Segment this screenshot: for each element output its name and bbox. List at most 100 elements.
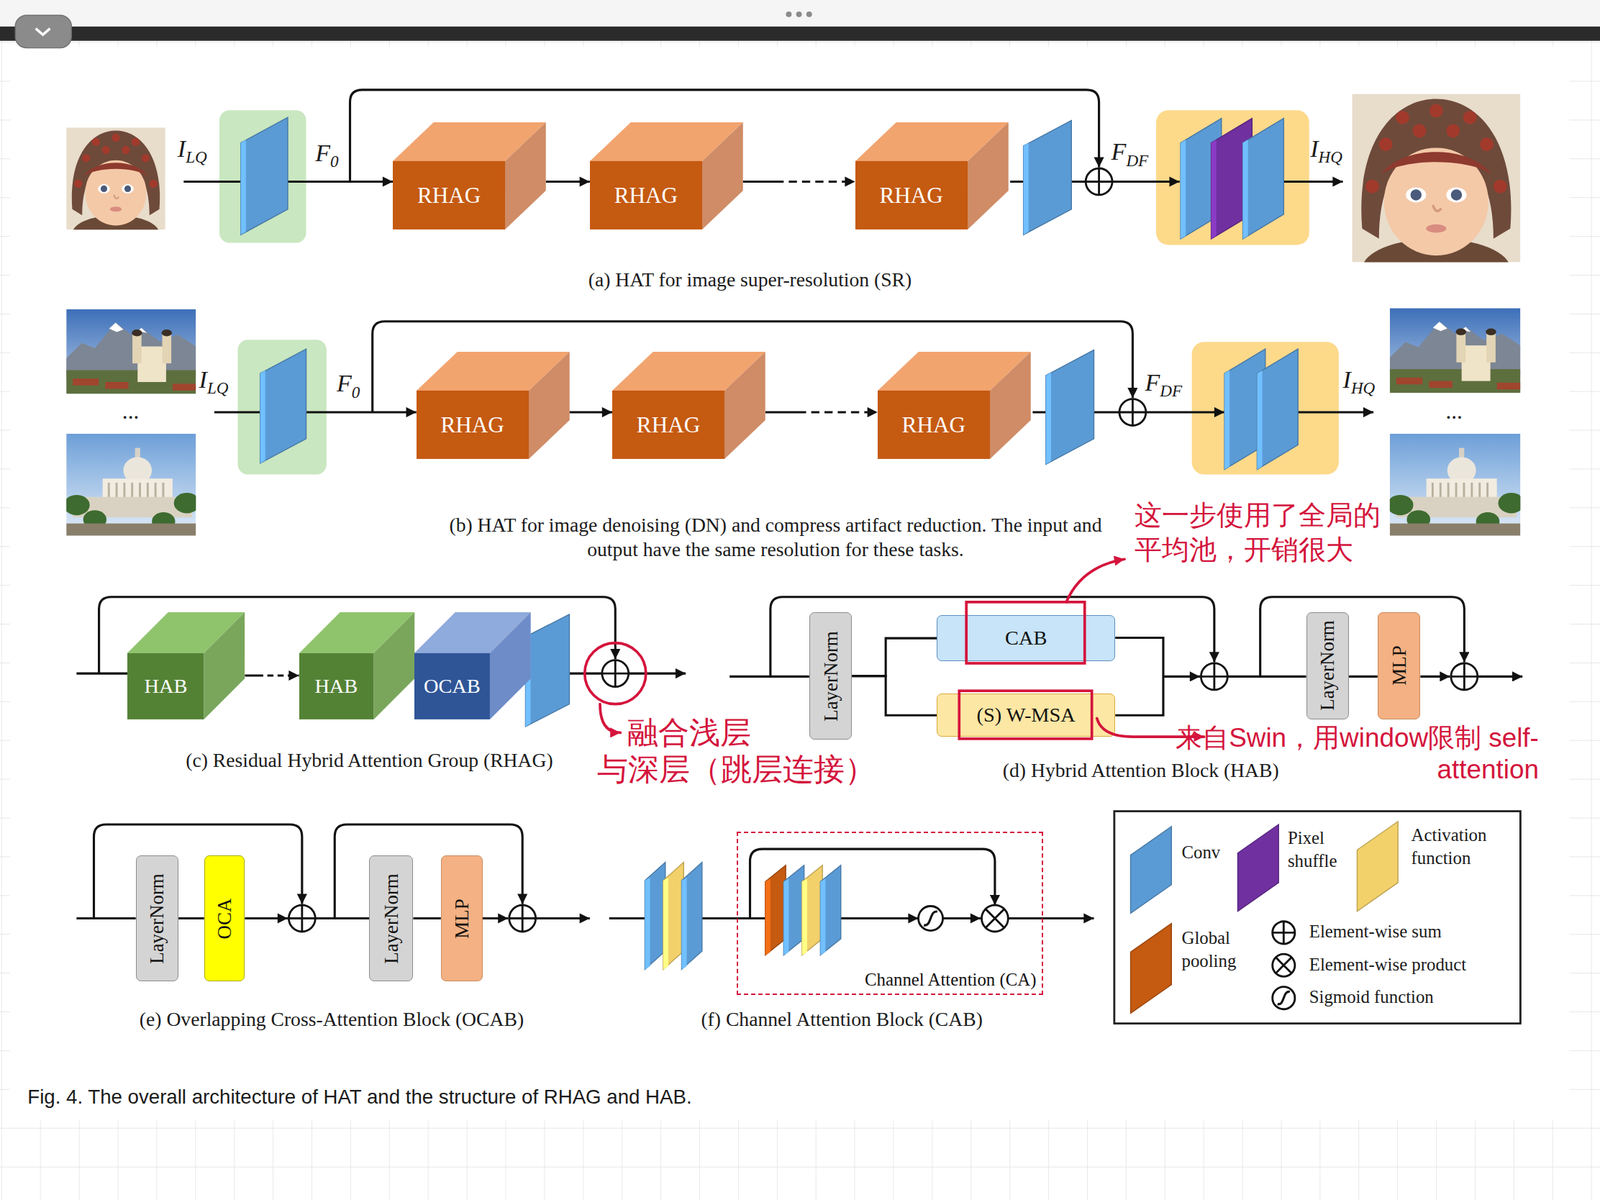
layer-plate	[525, 614, 570, 727]
block-label: RHAG	[614, 182, 678, 209]
signal-wire	[244, 917, 288, 920]
block-3d-shape	[373, 612, 415, 720]
layer-plate	[802, 865, 823, 956]
handwritten-note: 融合浅层与深层（跳层连接）	[597, 714, 939, 788]
block-3d-shape	[299, 612, 415, 720]
photo-thumbnail	[66, 323, 196, 377]
photo-thumbnail	[172, 383, 196, 390]
reconstruction-panel	[1192, 341, 1339, 475]
photo-thumbnail	[1389, 369, 1521, 393]
shallow-feature-panel	[237, 339, 326, 475]
baby-photo	[121, 146, 130, 154]
signal-label: I	[199, 366, 208, 393]
layer-plate	[663, 862, 684, 970]
block-face: RHAG	[589, 161, 703, 230]
skip-connection	[1260, 597, 1465, 677]
sum-symbol	[1272, 921, 1295, 944]
sum-symbol	[509, 905, 536, 932]
sum-symbol	[1085, 168, 1113, 195]
layer-plate	[1243, 118, 1285, 239]
layer-plate	[1046, 372, 1052, 465]
block-3d-shape	[505, 122, 547, 230]
block-label: HAB	[314, 674, 358, 699]
text-spacer	[755, 714, 939, 723]
more-dots	[806, 11, 813, 18]
layer-plate	[681, 862, 702, 970]
layer-plate	[783, 865, 804, 956]
block-3d-shape	[416, 390, 529, 459]
block-face: HAB	[127, 653, 204, 720]
photo-thumbnail	[1389, 494, 1414, 516]
legend-label: Element-wise product	[1309, 953, 1467, 977]
baby-photo	[1365, 179, 1380, 194]
block-3d-shape	[127, 653, 204, 720]
layer-plate	[802, 878, 808, 955]
baby-photo	[83, 162, 149, 177]
rhag-block: RHAG	[589, 122, 744, 230]
hab-block: HAB	[299, 612, 415, 720]
photo-thumbnail	[72, 378, 99, 385]
block-3d-shape	[414, 612, 531, 720]
oca-box: OCA	[204, 855, 246, 983]
layer-plate	[681, 862, 702, 970]
panel-caption: (b) HAT for image denoising (DN) and com…	[438, 512, 1113, 561]
rhag-block: RHAG	[392, 122, 547, 230]
sum-symbol	[1119, 399, 1147, 426]
connector-arrow	[743, 180, 856, 183]
layernorm-box: LayerNorm	[1306, 612, 1350, 720]
signal-wire	[628, 672, 686, 675]
sigmoid-symbol	[918, 906, 944, 931]
block-3d-shape	[877, 351, 1031, 459]
sum-symbol	[602, 660, 629, 688]
block-label: OCAB	[423, 674, 481, 699]
layer-plate	[260, 348, 307, 464]
toolbar-bar	[0, 26, 1600, 42]
block-3d-shape	[392, 161, 506, 230]
legend-swatch	[1130, 923, 1172, 1014]
block-3d-shape	[204, 612, 246, 720]
photo-thumbnail	[1389, 307, 1521, 393]
signal-wire	[315, 917, 370, 920]
panel-caption: (a) HAT for image super-resolution (SR)	[588, 267, 913, 292]
block-face: RHAG	[416, 390, 529, 459]
connector-arrow	[1348, 675, 1378, 678]
baby-photo	[1479, 137, 1494, 152]
sum-symbol	[1451, 663, 1478, 690]
block-label: RHAG	[417, 182, 481, 209]
reconstruction-panel	[1156, 110, 1310, 245]
signal-label: FDF	[1144, 368, 1183, 398]
layernorm-box: LayerNorm	[809, 612, 853, 740]
skip-connection	[334, 824, 523, 918]
wmsa-box: (S) W-MSA	[936, 693, 1116, 737]
signal-label: LQ	[185, 147, 208, 167]
sum-symbol	[1272, 921, 1295, 944]
connector-arrow	[851, 676, 937, 716]
signal-wire	[1163, 675, 1200, 678]
layer-plate	[765, 865, 786, 956]
sum-symbol	[602, 660, 629, 688]
layer-plate	[820, 865, 841, 956]
sum-symbol	[1272, 921, 1295, 944]
signal-label: HQ	[1318, 147, 1343, 167]
sum-symbol	[288, 905, 316, 932]
baby-photo	[113, 194, 119, 199]
photo-thumbnail	[1389, 523, 1521, 536]
photo-thumbnail	[1389, 433, 1521, 536]
block-3d-shape	[589, 122, 744, 230]
legend-swatch	[1130, 826, 1172, 914]
block-label: MLP	[450, 898, 473, 939]
layer-plate	[1180, 118, 1222, 239]
layer-plate	[260, 370, 266, 464]
baby-photo	[121, 184, 134, 194]
rhag-block: RHAG	[612, 351, 766, 459]
baby-photo	[1425, 224, 1447, 234]
more-dots	[785, 11, 792, 18]
mlp-box: MLP	[441, 855, 483, 983]
layer-plate	[783, 865, 804, 956]
photo-thumbnail	[1389, 321, 1521, 376]
legend-label: Element-wise sum	[1309, 920, 1442, 944]
sum-symbol	[1200, 663, 1228, 690]
block-label: LayerNorm	[146, 873, 169, 965]
baby-photo	[1446, 187, 1467, 203]
photo-thumbnail	[66, 433, 196, 536]
